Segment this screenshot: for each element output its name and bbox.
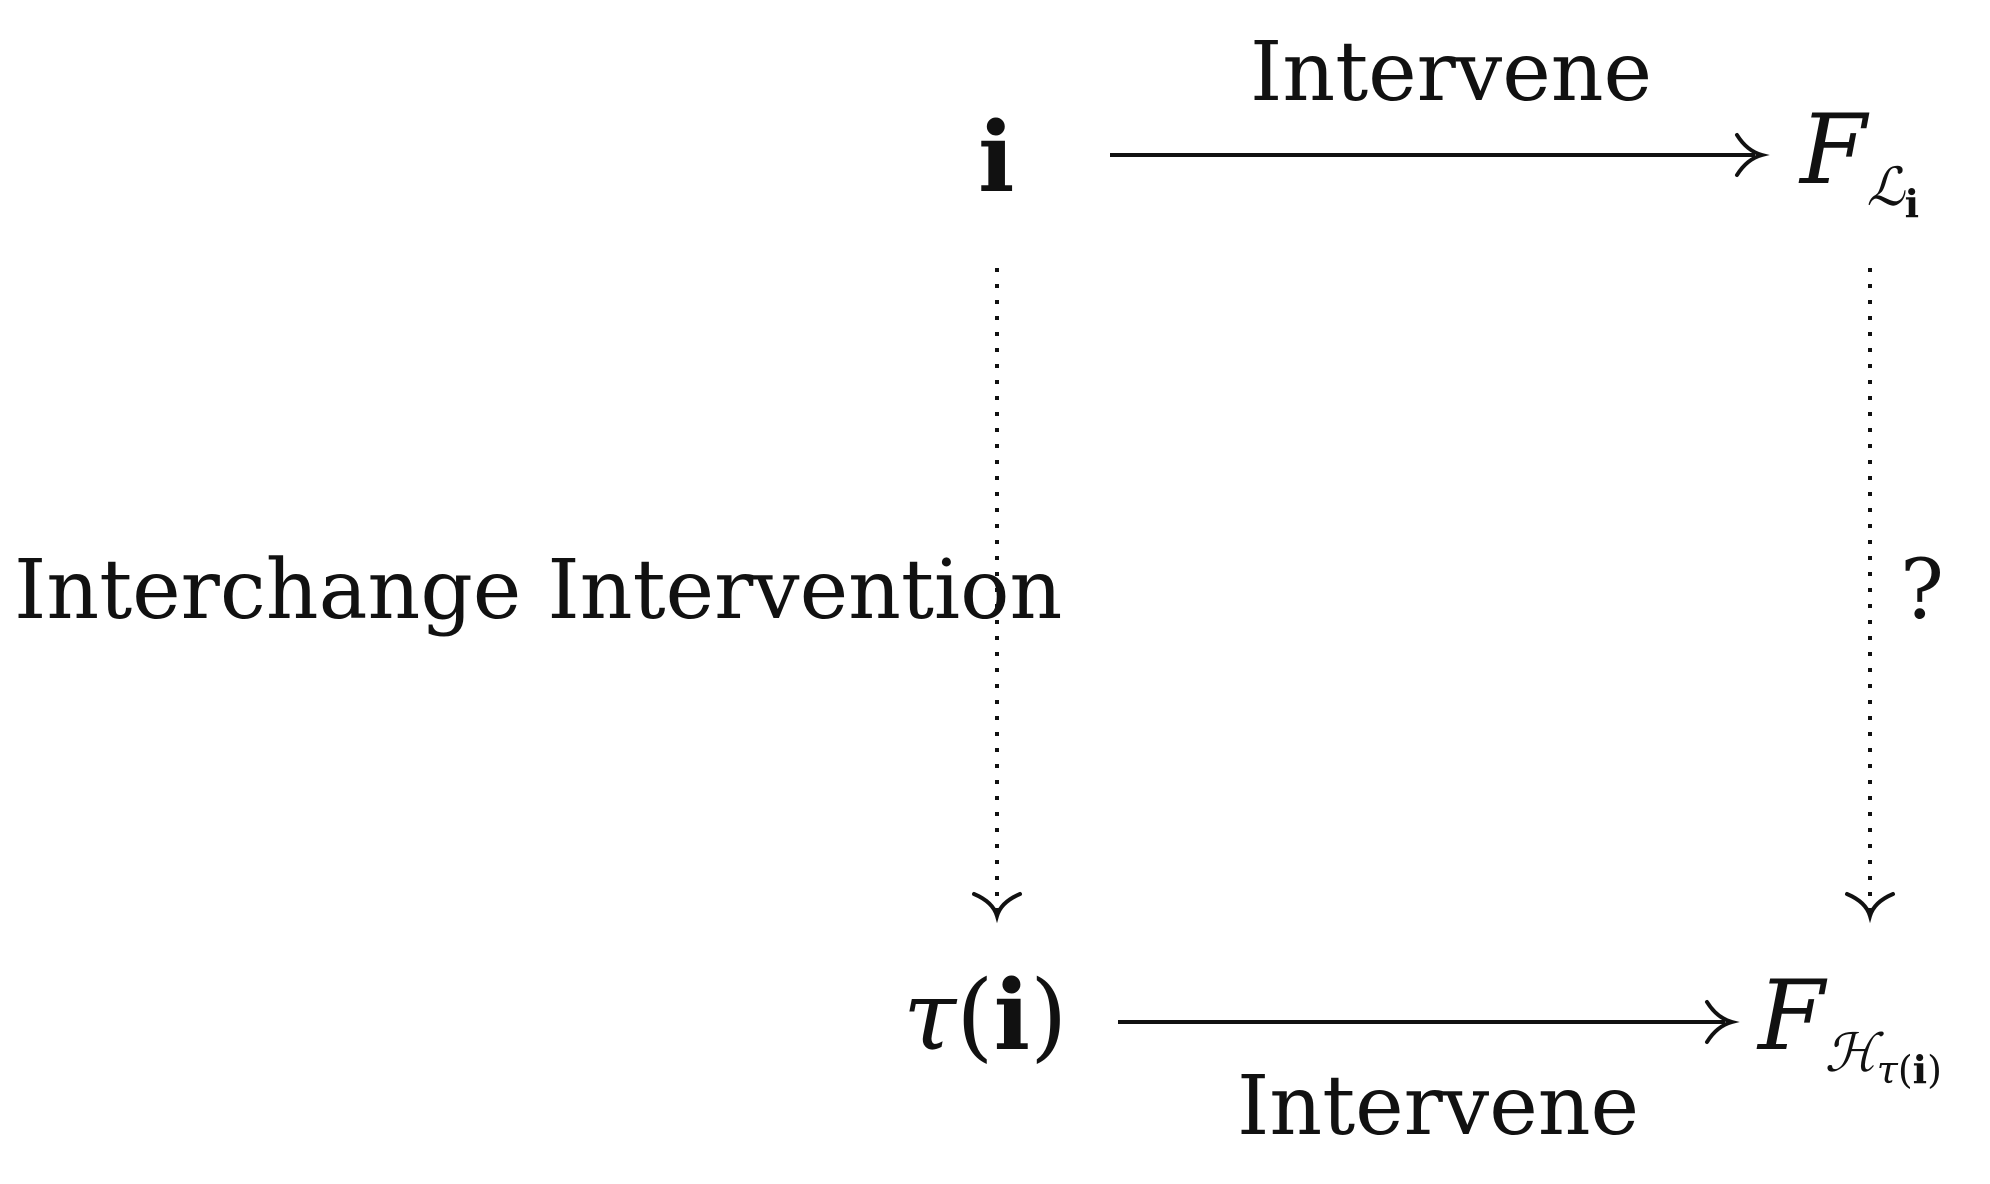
low-level-base: F	[1800, 94, 1867, 206]
high-level-sub-arg: i	[1912, 1046, 1928, 1092]
low-level-sub-index: i	[1904, 180, 1920, 226]
node-low-level-model: Fℒi	[1800, 102, 1919, 222]
input-symbol: i	[978, 101, 1015, 214]
abstraction-arg: i	[993, 959, 1031, 1072]
abstraction-open-paren: (	[956, 960, 994, 1072]
top-arrow	[1110, 133, 1770, 177]
left-dotted-arrow	[972, 268, 1022, 924]
high-level-sub-close: )	[1927, 1047, 1942, 1092]
high-level-base: F	[1758, 960, 1825, 1072]
high-level-sub-open: (	[1897, 1047, 1913, 1092]
bottom-edge-label: Intervene	[1237, 1059, 1640, 1154]
node-high-level-model: Fℋτ(i)	[1758, 968, 1942, 1089]
right-edge-label: ?	[1900, 543, 1944, 638]
left-edge-label: Interchange Intervention	[14, 543, 1063, 638]
high-level-sub-model: ℋ	[1824, 1023, 1877, 1085]
node-abstraction-tau: τ(i)	[903, 968, 1067, 1065]
bottom-arrow	[1118, 1000, 1740, 1044]
high-level-sub-func: τ	[1876, 1047, 1898, 1092]
abstraction-func: τ	[903, 960, 957, 1072]
abstraction-close-paren: )	[1030, 960, 1068, 1072]
top-edge-label: Intervene	[1250, 25, 1653, 120]
node-input-i: i	[978, 110, 1014, 206]
right-dotted-arrow	[1845, 268, 1895, 924]
low-level-sub-model: ℒ	[1866, 157, 1905, 219]
